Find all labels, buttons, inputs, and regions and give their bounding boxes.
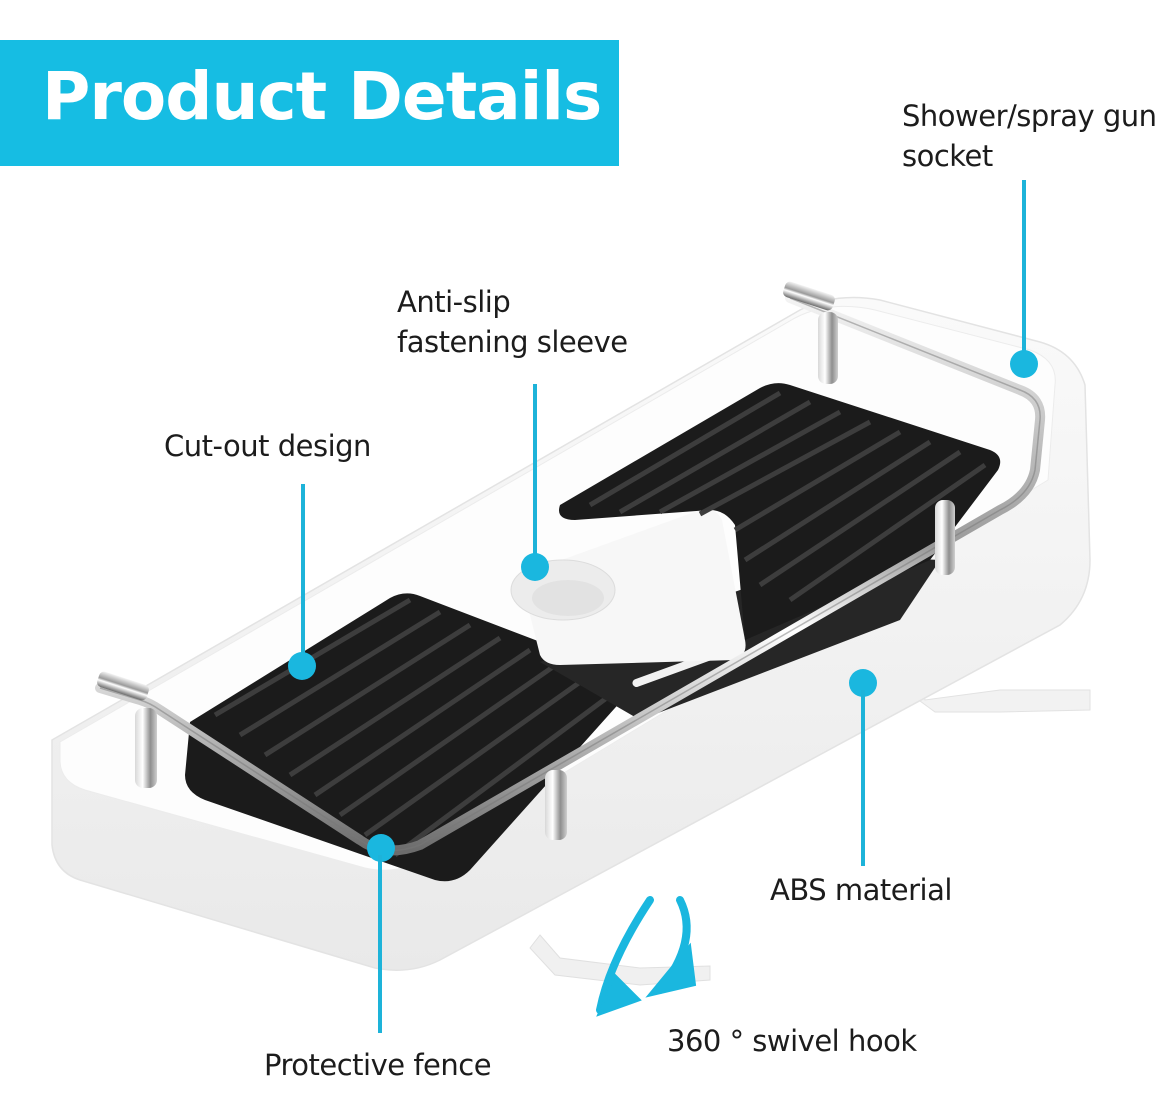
title-banner: Product Details [0, 40, 619, 166]
callout-cutout-dot [288, 652, 316, 680]
callout-hook-label: 360 ° swivel hook [667, 1024, 917, 1058]
callout-socket-line [1022, 180, 1026, 360]
callout-sleeve-line [533, 384, 537, 564]
callout-cutout-line [301, 484, 305, 654]
callout-abs-label: ABS material [770, 873, 952, 907]
page-title: Product Details [42, 58, 602, 135]
callout-fence-line [378, 855, 382, 1033]
callout-fence-label: Protective fence [264, 1048, 492, 1082]
callout-sleeve-dot [521, 553, 549, 581]
callout-sleeve-label: Anti-slip fastening sleeve [397, 285, 628, 359]
callout-socket-dot [1010, 350, 1038, 378]
swivel-hook [529, 663, 1091, 986]
callout-socket-label: Shower/spray gun socket [902, 99, 1157, 173]
protective-fence [95, 281, 1046, 856]
rotation-arrows-icon [596, 896, 697, 1017]
callout-abs-line [861, 690, 865, 866]
callout-cutout-label: Cut-out design [164, 429, 371, 463]
